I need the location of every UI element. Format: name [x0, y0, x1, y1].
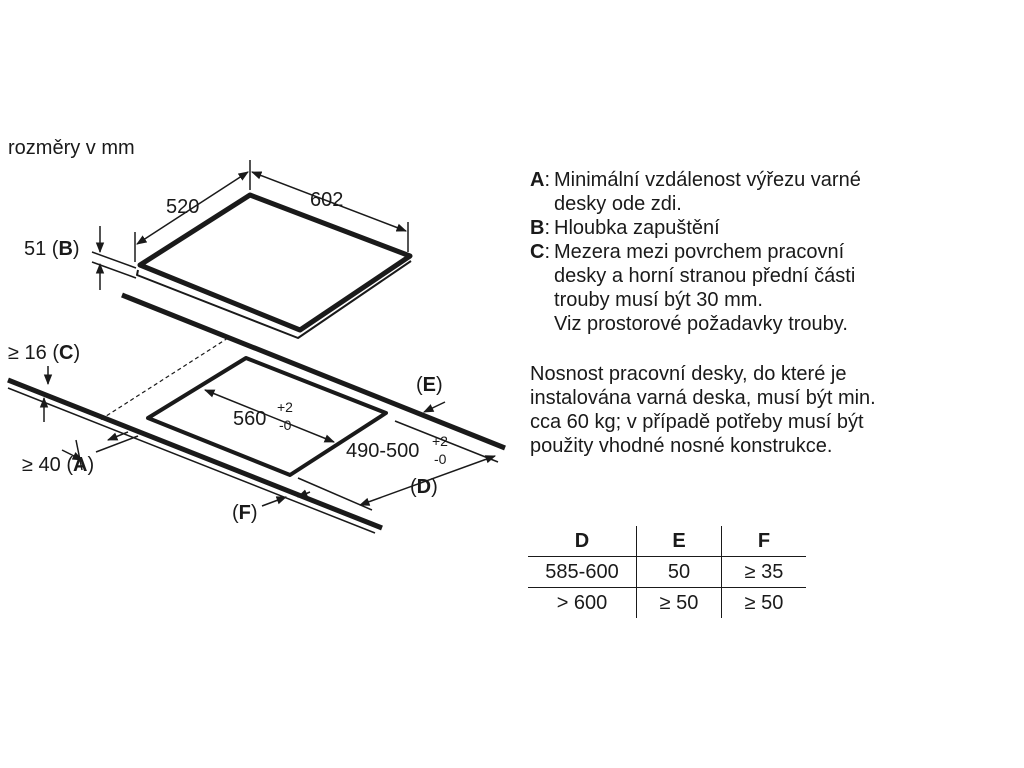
cutout-width-label: 560: [233, 408, 266, 430]
legend-item-b: B: Hloubka zapuštění: [530, 216, 970, 240]
cutout-width-tol-plus: +2: [277, 399, 293, 415]
label-e: (E): [416, 374, 443, 396]
table-cell: ≥ 50: [721, 587, 806, 618]
dimension-490-500: [297, 420, 499, 511]
units-label: rozměry v mm: [8, 137, 135, 159]
note-line: použity vhodné nosné konstrukce.: [530, 435, 833, 457]
table-cell: ≥ 35: [721, 556, 806, 588]
cutout-depth-tol-plus: +2: [432, 433, 448, 449]
projection-dashed-line: [99, 337, 229, 421]
dimension-depth-label: 520: [166, 196, 199, 218]
countertop-back-edge: [121, 292, 506, 451]
note-line: Nosnost pracovní desky, do které je: [530, 363, 847, 385]
legend: A: Minimální vzdálenost výřezu varné des…: [530, 168, 970, 336]
label-f: (F): [232, 502, 258, 524]
load-capacity-note: Nosnost pracovní desky, do které je inst…: [530, 362, 990, 458]
legend-key: C: [530, 241, 545, 263]
label-e-arrow: [423, 401, 446, 413]
countertop-front-edge: [7, 377, 383, 534]
cutout-depth-tol-minus: -0: [434, 451, 447, 467]
table-header-d: D: [574, 529, 590, 552]
table-header-f: F: [721, 526, 806, 557]
table-row: > 600 ≥ 50 ≥ 50: [528, 587, 806, 618]
table-header-row: D E F: [528, 526, 806, 557]
table-cell: ≥ 50: [636, 587, 722, 618]
legend-separator: :: [544, 217, 551, 239]
dimension-table: D E F 585-600 50 ≥ 35 > 600 ≥ 50 ≥ 50: [528, 526, 806, 618]
legend-item-a: A: Minimální vzdálenost výřezu varné des…: [530, 168, 970, 216]
label-d: (D): [410, 476, 438, 498]
legend-item-c: C: Mezera mezi povrchem pracovní desky a…: [530, 240, 970, 336]
table-cell: 50: [636, 556, 722, 588]
cutout-depth-label: 490-500: [346, 440, 419, 462]
dimension-a: [61, 431, 139, 471]
dimension-c-label: ≥ 16 (C): [8, 342, 80, 364]
table-header-e: E: [636, 526, 722, 557]
installation-diagram: rozměry v mm 520 602 51 (B) 560: [7, 137, 506, 534]
legend-line: desky a horní stranou přední části: [554, 265, 856, 287]
legend-key: B: [530, 217, 545, 239]
dimension-width-label: 602: [310, 189, 343, 211]
table-cell: 585-600: [528, 556, 637, 588]
note-line: cca 60 kg; v případě potřeby musí být: [530, 411, 864, 433]
note-line: instalována varná deska, musí být min.: [530, 387, 876, 409]
legend-line: desky ode zdi.: [554, 193, 682, 215]
cutout-outline: [146, 356, 388, 477]
legend-line: Minimální vzdálenost výřezu varné: [554, 169, 861, 191]
legend-line: Viz prostorové požadavky trouby.: [554, 313, 848, 335]
legend-line: trouby musí být 30 mm.: [554, 289, 763, 311]
dimension-b: [91, 226, 137, 290]
legend-separator: :: [544, 169, 551, 191]
dimension-f: [261, 489, 311, 507]
table-row: 585-600 50 ≥ 35: [528, 556, 806, 588]
dimension-602: [251, 171, 409, 252]
dimension-a-label: ≥ 40 (A): [22, 454, 94, 476]
dimension-c: [39, 366, 53, 422]
cutout-width-tol-minus: -0: [279, 417, 292, 433]
dimension-b-label: 51 (B): [24, 238, 80, 260]
legend-line: Mezera mezi povrchem pracovní: [554, 241, 845, 263]
legend-line: Hloubka zapuštění: [554, 217, 720, 239]
table-cell: > 600: [528, 587, 637, 618]
legend-separator: :: [544, 241, 551, 263]
dimension-520: [134, 160, 251, 262]
legend-key: A: [530, 169, 545, 191]
dimension-560-arrow: [204, 389, 335, 443]
